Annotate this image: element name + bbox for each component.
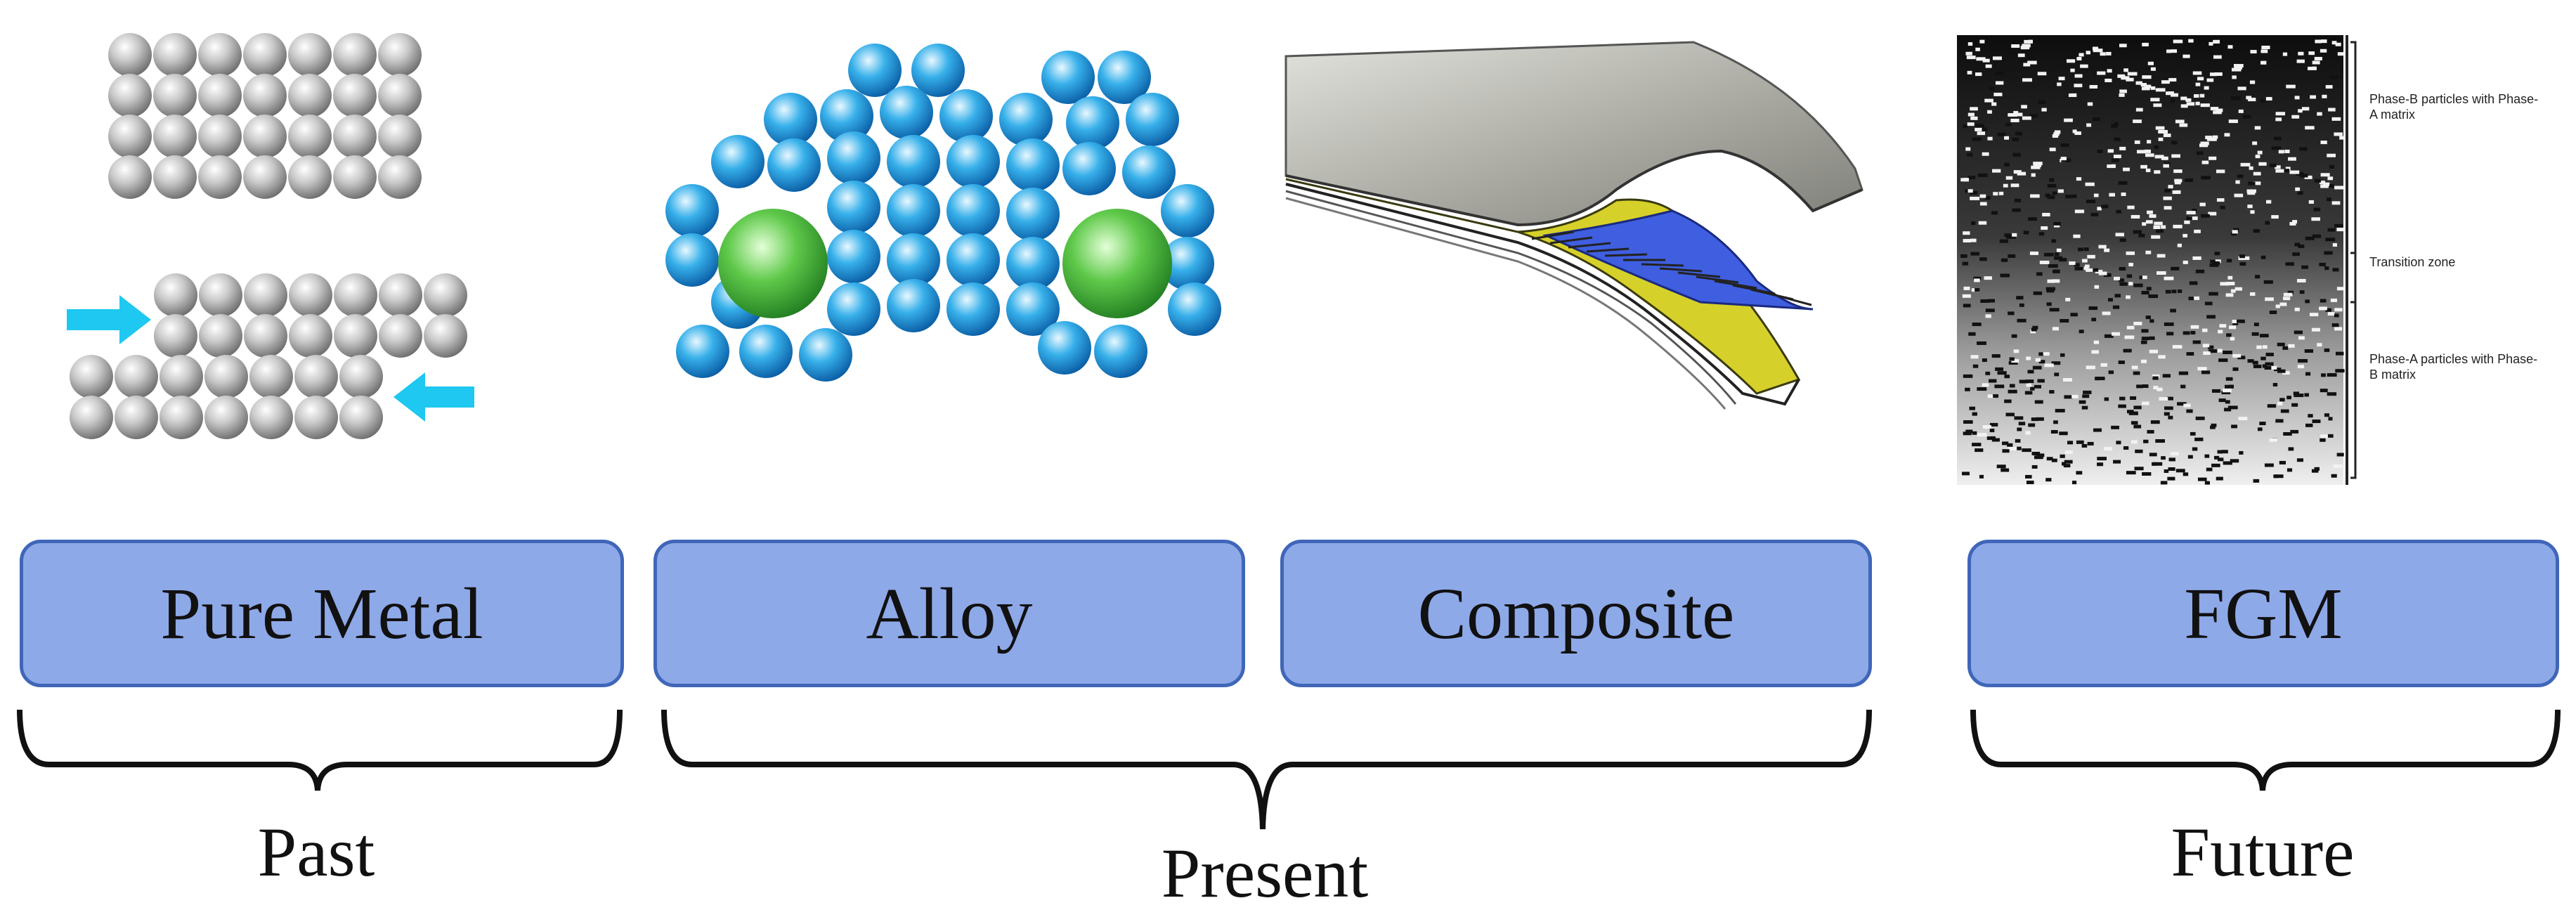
- era-label-future: Future: [2115, 812, 2410, 892]
- brace-past: [20, 710, 620, 791]
- era-label-past: Past: [176, 812, 457, 892]
- brace-future: [1973, 710, 2558, 791]
- era-label-present: Present: [1089, 833, 1440, 913]
- brace-present: [664, 710, 1869, 829]
